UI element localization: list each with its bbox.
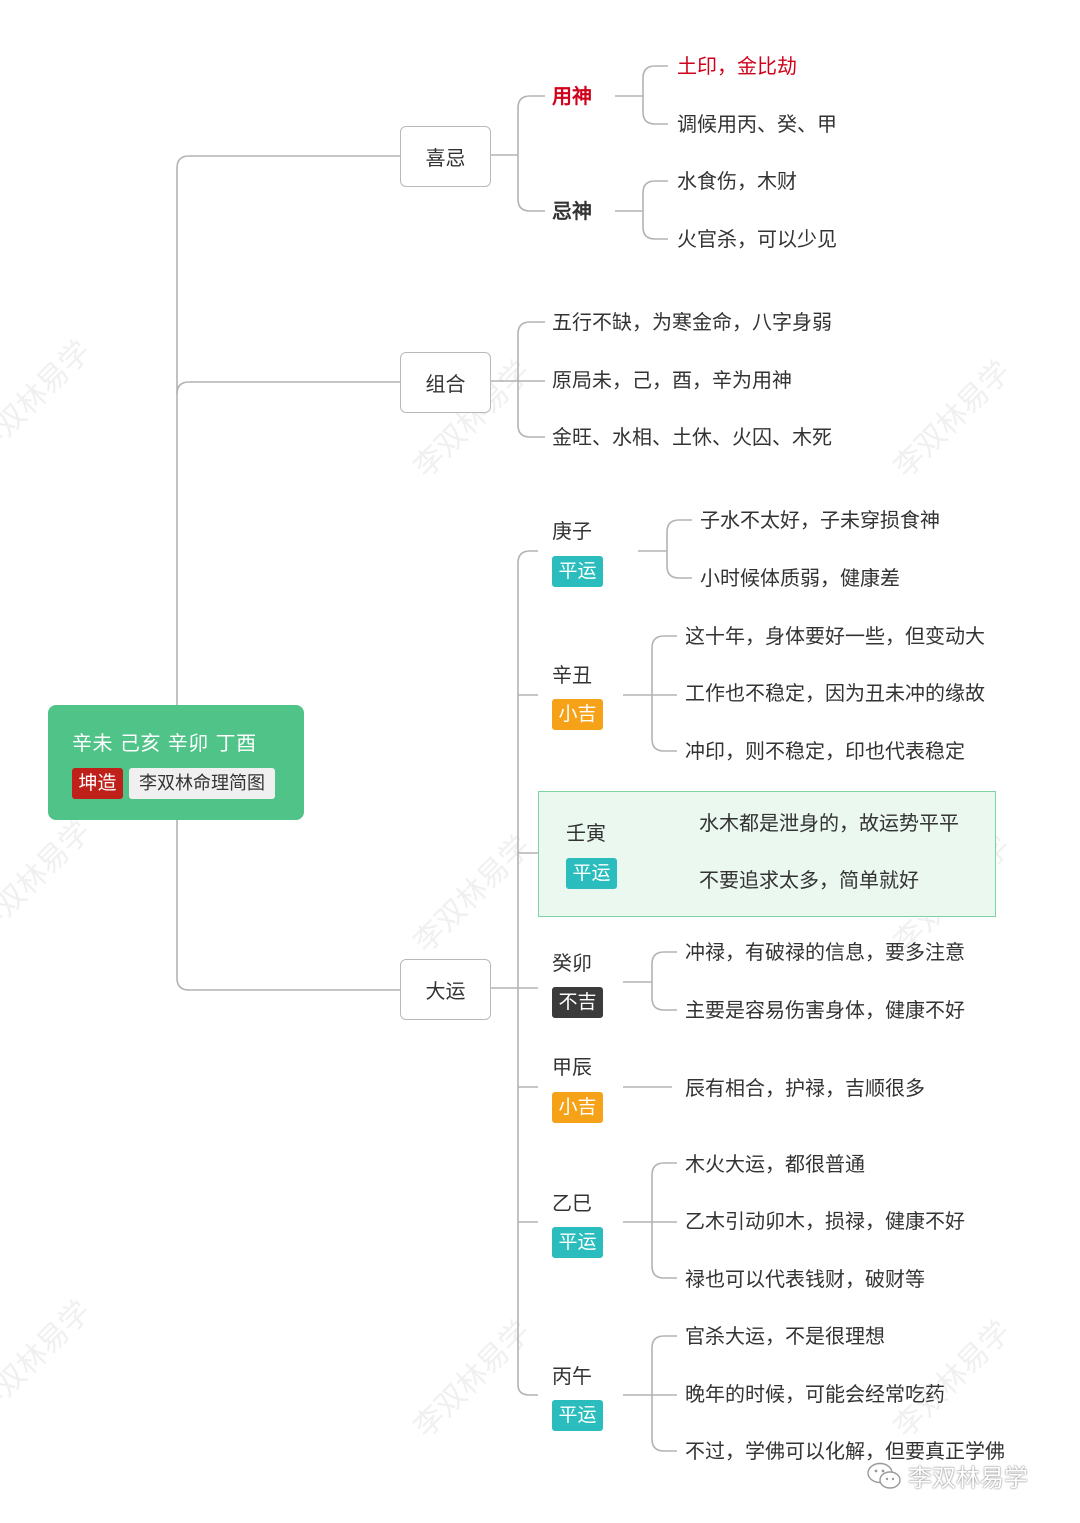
- period-name[interactable]: 庚子: [552, 519, 592, 543]
- highlight-region-renyin: [538, 791, 996, 917]
- period-badge: 平运: [552, 556, 603, 587]
- period-badge: 平运: [566, 858, 617, 889]
- period-item[interactable]: 不要追求太多，简单就好: [699, 868, 919, 892]
- period-item[interactable]: 官杀大运，不是很理想: [685, 1324, 885, 1348]
- period-item[interactable]: 水木都是泄身的，故运势平平: [699, 811, 959, 835]
- period-item[interactable]: 不过，学佛可以化解，但要真正学佛: [685, 1439, 1005, 1463]
- period-name[interactable]: 壬寅: [566, 821, 606, 845]
- wechat-icon: [866, 1461, 902, 1491]
- footer-watermark-text: 李双林易学: [908, 1464, 1028, 1492]
- jishen-item[interactable]: 火官杀，可以少见: [677, 227, 837, 251]
- period-name[interactable]: 丙午: [552, 1364, 592, 1388]
- period-item[interactable]: 冲印，则不稳定，印也代表稳定: [685, 739, 965, 763]
- period-item[interactable]: 晚年的时候，可能会经常吃药: [685, 1382, 945, 1406]
- node-jishen[interactable]: 忌神: [552, 199, 592, 223]
- period-badge: 平运: [552, 1227, 603, 1258]
- period-item[interactable]: 主要是容易伤害身体，健康不好: [685, 998, 965, 1022]
- period-name[interactable]: 辛丑: [552, 663, 592, 687]
- root-subtitle: 李双林命理简图: [129, 768, 275, 799]
- yongshen-item[interactable]: 调候用丙、癸、甲: [677, 112, 837, 136]
- footer-watermark: 李双林易学: [866, 1458, 1028, 1493]
- node-yongshen[interactable]: 用神: [552, 84, 592, 108]
- zuhe-item[interactable]: 五行不缺，为寒金命，八字身弱: [552, 310, 832, 334]
- root-node[interactable]: 辛未 己亥 辛卯 丁酉 坤造 李双林命理简图: [48, 705, 304, 820]
- period-name[interactable]: 乙巳: [552, 1191, 592, 1215]
- period-item[interactable]: 小时候体质弱，健康差: [700, 566, 900, 590]
- period-item[interactable]: 辰有相合，护禄，吉顺很多: [685, 1076, 925, 1100]
- node-zuhe[interactable]: 组合: [400, 352, 491, 413]
- period-item[interactable]: 这十年，身体要好一些，但变动大: [685, 624, 985, 648]
- yongshen-item[interactable]: 土印，金比劫: [677, 54, 797, 78]
- period-item[interactable]: 乙木引动卯木，损禄，健康不好: [685, 1209, 965, 1233]
- period-item[interactable]: 禄也可以代表钱财，破财等: [685, 1267, 925, 1291]
- period-name[interactable]: 癸卯: [552, 951, 592, 975]
- node-xiji[interactable]: 喜忌: [400, 126, 491, 187]
- period-badge: 小吉: [552, 699, 603, 730]
- root-title: 辛未 己亥 辛卯 丁酉: [72, 731, 257, 755]
- period-item[interactable]: 子水不太好，子未穿损食神: [700, 508, 940, 532]
- period-name[interactable]: 甲辰: [552, 1055, 592, 1079]
- period-item[interactable]: 冲禄，有破禄的信息，要多注意: [685, 940, 965, 964]
- zuhe-item[interactable]: 金旺、水相、土休、火囚、木死: [552, 425, 832, 449]
- period-item[interactable]: 木火大运，都很普通: [685, 1152, 865, 1176]
- root-tag: 坤造: [72, 768, 123, 799]
- period-badge: 不吉: [552, 987, 603, 1018]
- node-dayun[interactable]: 大运: [400, 959, 491, 1020]
- period-badge: 小吉: [552, 1092, 603, 1123]
- period-item[interactable]: 工作也不稳定，因为丑未冲的缘故: [685, 681, 985, 705]
- period-badge: 平运: [552, 1400, 603, 1431]
- zuhe-item[interactable]: 原局未，己，酉，辛为用神: [552, 368, 792, 392]
- jishen-item[interactable]: 水食伤，木财: [677, 169, 797, 193]
